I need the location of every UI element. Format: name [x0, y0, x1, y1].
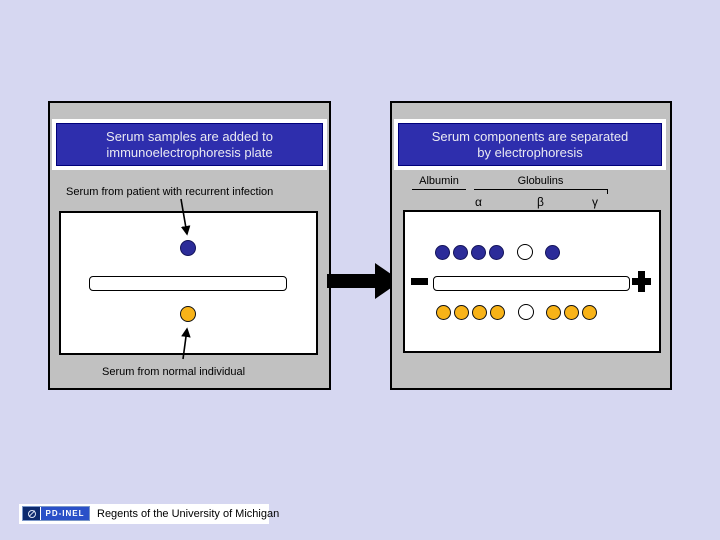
yellow-component-dot — [454, 304, 469, 320]
empty-well-circle — [517, 244, 533, 260]
left-title-box: Serum samples are added to immunoelectro… — [52, 119, 327, 170]
left-title-line1: Serum samples are added to — [106, 128, 273, 144]
right-title-line1: Serum components are separated — [431, 128, 629, 144]
empty-well-circle — [518, 304, 534, 320]
normal-serum-label: Serum from normal individual — [102, 366, 246, 378]
separated-components-bottom-row — [436, 304, 597, 320]
electrophoresis-plate — [403, 210, 661, 353]
pd-inel-badge-label: PD-INEL — [40, 507, 89, 520]
left-title: Serum samples are added to immunoelectro… — [56, 123, 323, 166]
separated-components-top-row — [435, 244, 560, 260]
yellow-component-dot — [582, 304, 597, 320]
globulins-label-group: Globulins — [474, 175, 608, 194]
patient-serum-well — [180, 240, 196, 256]
yellow-component-dot — [436, 304, 451, 320]
normal-serum-well — [180, 306, 196, 322]
blue-component-dot — [453, 244, 468, 260]
public-domain-icon — [23, 507, 40, 520]
immunoelectrophoresis-plate — [59, 211, 318, 355]
patient-serum-label: Serum from patient with recurrent infect… — [66, 186, 274, 198]
alpha-globulin-label: α — [475, 195, 482, 209]
blue-component-dot — [435, 244, 450, 260]
credit-text: Regents of the University of Michigan — [97, 508, 280, 520]
blue-component-dot — [471, 244, 486, 260]
pd-inel-badge: PD-INEL — [22, 506, 90, 521]
albumin-label: Albumin — [412, 175, 466, 190]
left-panel: Serum samples are added to immunoelectro… — [48, 101, 331, 390]
plus-vertical-bar — [638, 271, 645, 292]
beta-globulin-label: β — [537, 195, 544, 209]
right-title: Serum components are separated by electr… — [398, 123, 662, 166]
yellow-component-dot — [564, 304, 579, 320]
blue-component-dot — [489, 244, 504, 260]
globulins-label: Globulins — [517, 175, 564, 187]
right-panel: Serum components are separated by electr… — [390, 101, 672, 390]
footer-strip: PD-INEL Regents of the University of Mic… — [19, 504, 279, 524]
positive-electrode — [632, 271, 651, 292]
left-title-line2: immunoelectrophoresis plate — [106, 144, 273, 160]
right-title-line2: by electrophoresis — [477, 144, 583, 160]
blue-component-dot — [545, 244, 560, 260]
right-title-box: Serum components are separated by electr… — [394, 119, 666, 170]
yellow-component-dot — [546, 304, 561, 320]
crossed-copyright-icon — [27, 509, 36, 518]
negative-electrode — [411, 278, 428, 285]
process-arrow-icon — [327, 263, 401, 299]
globulins-bracket-tick — [607, 189, 608, 194]
antiserum-trough — [89, 276, 287, 291]
yellow-component-dot — [472, 304, 487, 320]
electrophoresis-trough — [433, 276, 630, 291]
yellow-component-dot — [490, 304, 505, 320]
gamma-globulin-label: γ — [592, 195, 598, 209]
